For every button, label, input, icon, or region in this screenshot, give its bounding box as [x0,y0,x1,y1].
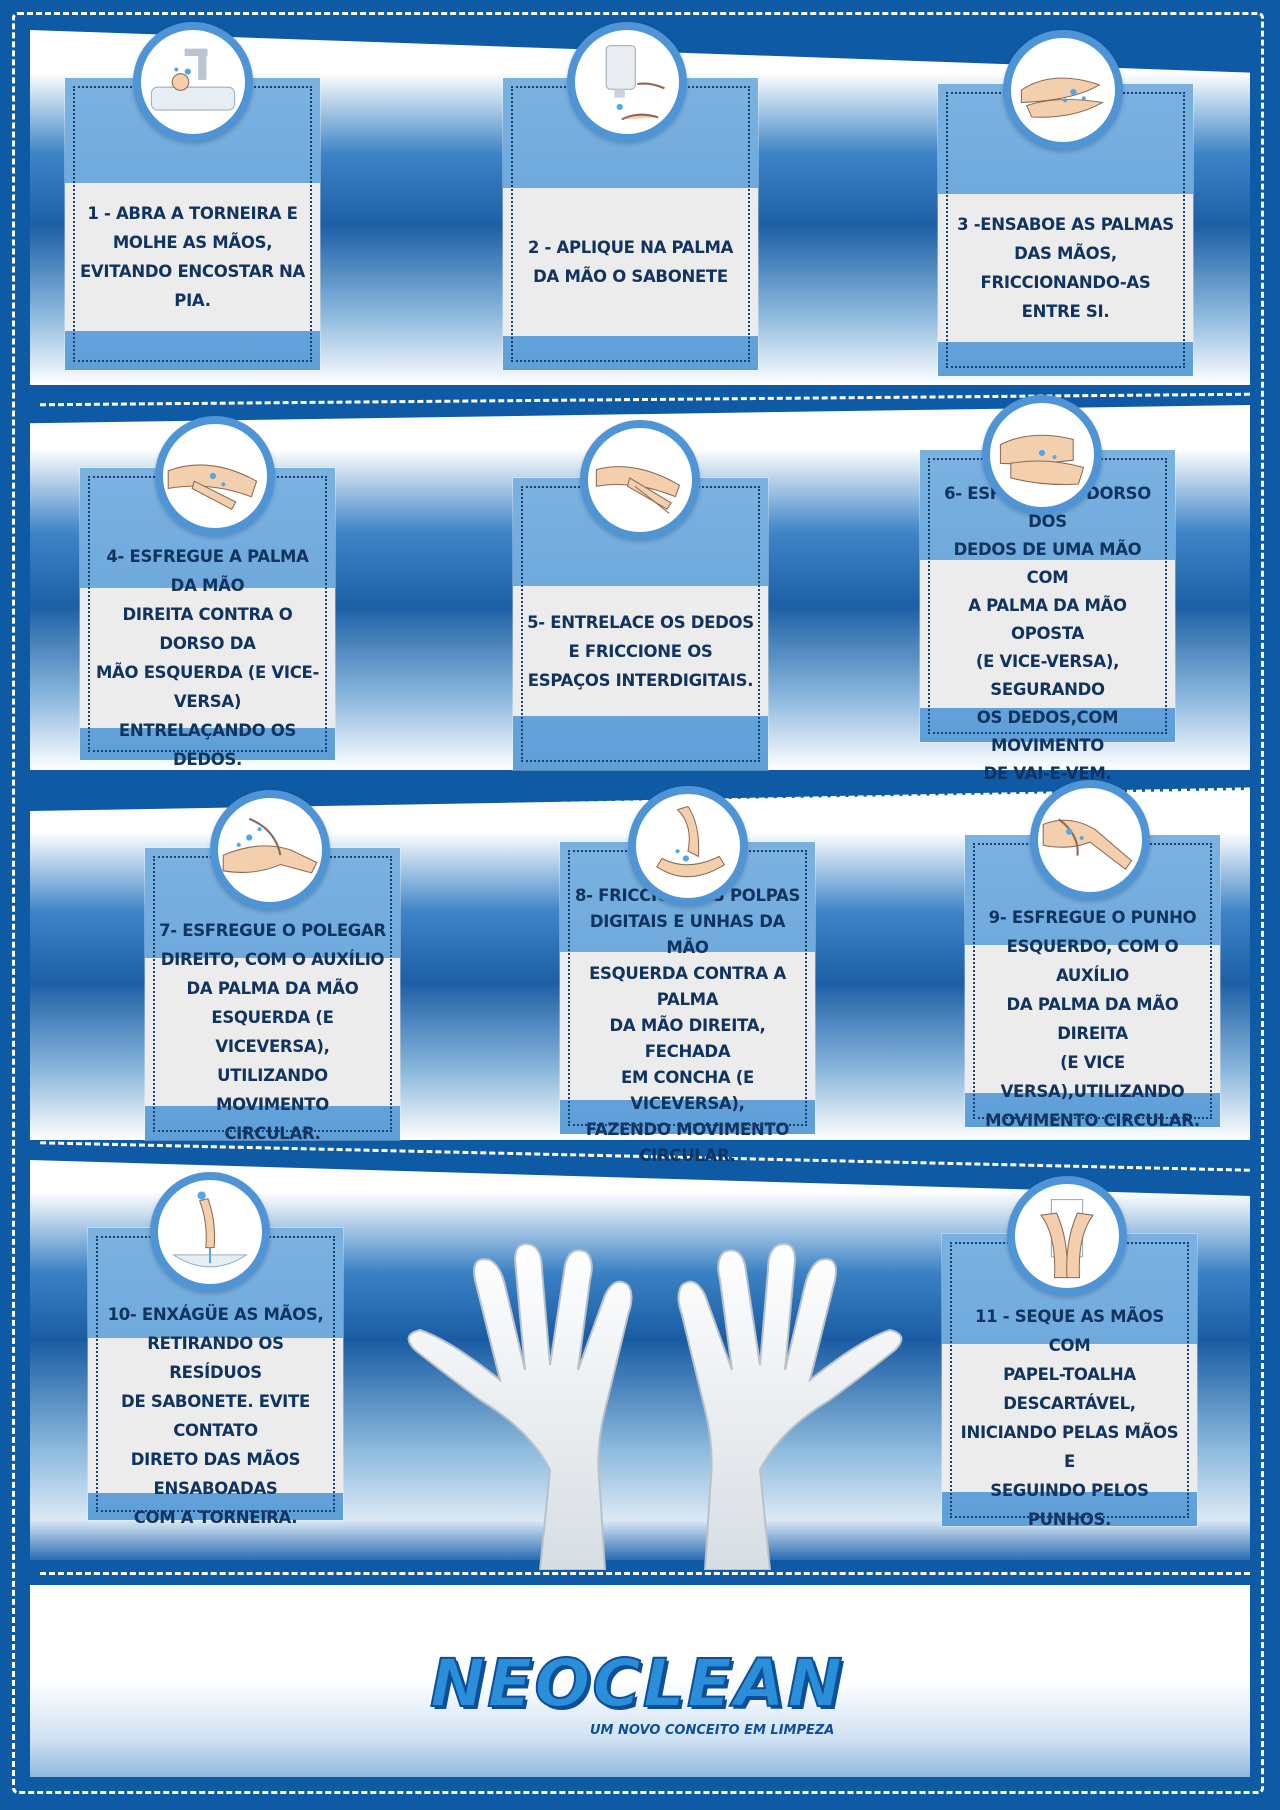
wrist-rub-icon [1030,780,1150,900]
step-text-7: 7- Esfregue o polegar direito, com o aux… [145,921,400,1143]
palm-over-dorsum-icon [155,416,275,536]
step-text-2: 2 - Aplique na palma da mão o sabonete [503,188,758,336]
step-text-5: 5- Entrelace os dedos e friccione os esp… [513,586,768,716]
step-text-9: 9- Esfregue o punho esquerdo, com o auxí… [965,908,1220,1130]
paper-towel-dry-icon [1007,1176,1127,1296]
step-card-11: 11 - Seque as mãos com papel-toalha desc… [942,1234,1197,1529]
white-gloves-illustration [407,1243,903,1570]
brand-tagline: UM NOVO CONCEITO EM LIMPEZA [590,1723,835,1738]
faucet-wash-icon [133,22,253,142]
neoclean-logo: NEOCLEAN UM NOVO CONCEITO EM LIMPEZA [429,1644,860,1745]
step-text-4: 4- Esfregue a palma da mão direita contr… [80,547,335,769]
dashed-frame [12,12,1264,1794]
step-text-10: 10- Enxágüe as mãos, retirando os resídu… [88,1305,343,1527]
thumb-rub-icon [210,790,330,910]
step-text-6: 6- Esfregue o dorso dos dedos de uma mão… [920,484,1175,783]
step-text-3: 3 -Ensaboe as palmas das mãos, fricciona… [938,194,1193,342]
step-text-11: 11 - Seque as mãos com papel-toalha desc… [942,1307,1197,1529]
step-text-1: 1 - Abra a torneira e molhe as mãos, evi… [65,183,320,331]
interlace-fingers-icon [580,420,700,540]
divider [40,1572,1250,1575]
step-text-8: 8- Friccione as polpas digitais e unhas … [560,886,815,1165]
finger-backs-icon [982,395,1102,515]
fingertips-rub-icon [628,786,748,906]
step-card-8: 8- Friccione as polpas digitais e unhas … [560,842,815,1165]
soap-dispenser-icon [567,22,687,142]
palms-rub-icon [1003,30,1123,150]
brand-name: NEOCLEAN [429,1644,845,1723]
rinse-hands-icon [150,1172,270,1292]
footer-panel [30,1585,1250,1777]
